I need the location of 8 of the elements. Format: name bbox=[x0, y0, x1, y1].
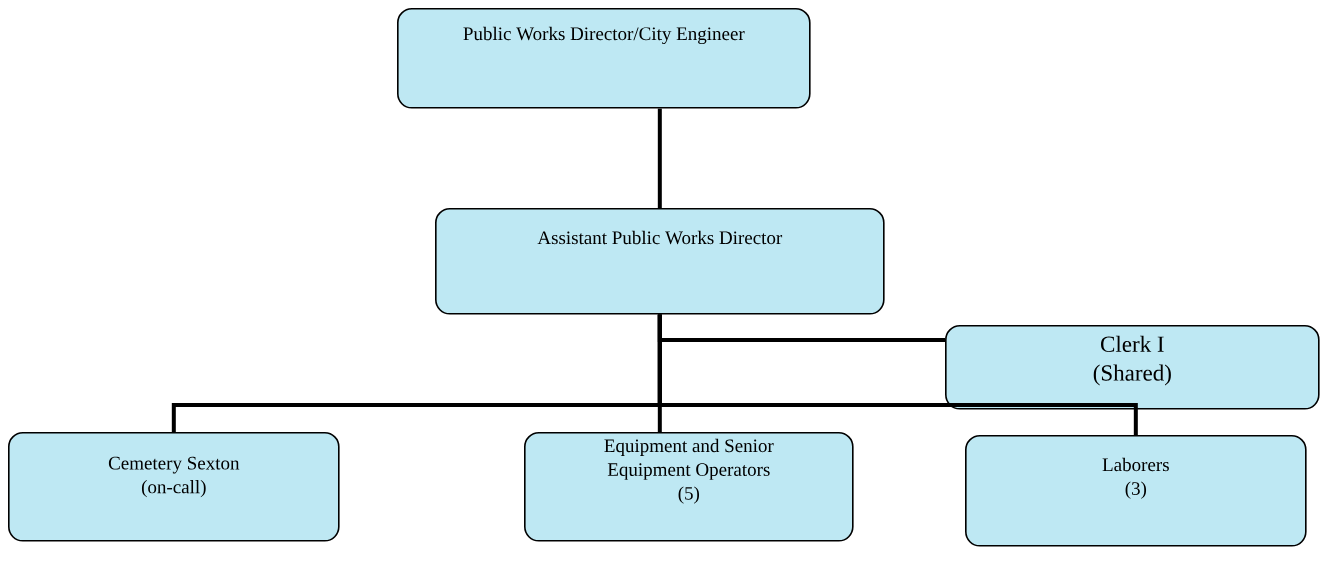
position-box: Cemetery Sexton (on-call) bbox=[8, 432, 340, 542]
position-box: Assistant Public Works Director bbox=[435, 208, 885, 315]
connector-line bbox=[657, 314, 1138, 435]
position-box: Public Works Director/City Engineer bbox=[397, 8, 811, 109]
position-box: Laborers (3) bbox=[965, 435, 1307, 547]
position-box: Equipment and Senior Equipment Operators (5) bbox=[524, 432, 854, 542]
position-box: Clerk I (Shared) bbox=[945, 325, 1320, 410]
connector-line bbox=[657, 108, 662, 208]
